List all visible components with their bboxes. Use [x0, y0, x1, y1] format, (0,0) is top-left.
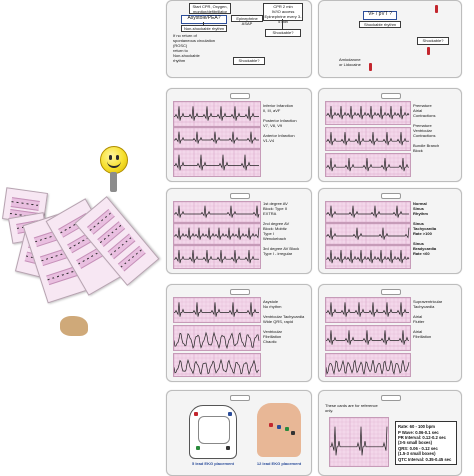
flow-text-amiodarone: Amiodarone or Lidocaine — [339, 57, 361, 67]
acls-card-asystole: Start CPR, Oxygen, monitor/defibrillator… — [166, 0, 312, 78]
ekg-strip — [325, 325, 411, 351]
ekg-strip — [325, 127, 411, 151]
badge-reel-icon — [110, 172, 117, 192]
ekg-strip — [173, 325, 261, 351]
ekg-lead-placement-card: 5 lead EKG placement 12 lead EKG placeme… — [166, 390, 312, 476]
ekg-card-atrial: Supraventricular Tachycardia Atrial Flut… — [318, 284, 462, 382]
flow-text-rosc: If no return of spontaneous circulation … — [173, 33, 216, 63]
caption-5-lead: 5 lead EKG placement — [191, 461, 234, 466]
ekg-trace — [326, 249, 410, 264]
flow-box-asystole: Asystole/PEA? — [181, 15, 227, 24]
rate-line: PR Interval: 0.12-0.2 sec — [398, 434, 446, 440]
ekg-trace — [174, 106, 259, 121]
ekg-card-ectopy: Premature Atrial Contractions Premature … — [318, 88, 462, 182]
rate-line: Rate: 60 - 100 bpm — [398, 424, 436, 430]
card-text: Premature Atrial Contractions Premature … — [413, 103, 440, 153]
smiley-badge-icon — [100, 146, 128, 174]
ekg-trace — [174, 154, 259, 171]
ekg-trace — [174, 131, 259, 144]
ekg-strip — [325, 101, 411, 125]
ekg-card-sinus: Normal Sinus Rhythm Sinus Tachycardia Ra… — [318, 188, 462, 274]
interval-reference-box: Rate: 60 - 100 bpm P Wave: 0.06-0.1 sec … — [395, 421, 457, 465]
ekg-strip — [173, 223, 261, 245]
ekg-trace — [326, 131, 409, 146]
flow-box-shockable-rhythm: Shockable rhythm — [359, 21, 401, 28]
flow-box-epinephrine: Epinephrine ASAP — [231, 15, 263, 26]
red-accent-mark — [427, 47, 430, 55]
card-text: Inferior Infarction II, III, aVF Posteri… — [263, 103, 297, 143]
flow-box-start-cpr: Start CPR, Oxygen, monitor/defibrillator — [189, 3, 231, 14]
acls-card-vf: VF / pVT ? Shockable rhythm Shockable? A… — [318, 0, 462, 78]
rate-line: QRS: 0.06 - 0.12 sec — [398, 445, 438, 451]
flow-box-shockable-right: Shockable? — [265, 29, 301, 37]
ekg-strip — [325, 245, 411, 269]
ekg-trace — [326, 105, 410, 120]
ekg-strip — [325, 223, 411, 245]
ekg-strip — [173, 297, 261, 323]
ekg-trace — [174, 358, 260, 376]
ekg-strip — [325, 153, 411, 177]
flow-box-shockable-bottom: Shockable? — [233, 57, 265, 65]
ekg-trace — [326, 359, 410, 375]
ekg-strip — [173, 201, 261, 223]
flow-box-nonshockable: Non-shockable rhythm — [181, 25, 227, 32]
card-text: Asystole No rhythm Ventricular Tachycard… — [263, 299, 305, 344]
flow-box-cpr-2min: CPR 2 min IV/IO access Epinephrine every… — [263, 3, 303, 24]
flow-box-vf: VF / pVT ? — [363, 11, 397, 20]
ekg-strip — [325, 297, 411, 323]
card-text: Supraventricular Tachycardia Atrial Flut… — [413, 299, 443, 339]
ekg-card-12-lead: Inferior Infarction II, III, aVF Posteri… — [166, 88, 312, 182]
ekg-trace — [174, 227, 260, 240]
ekg-trace — [326, 227, 410, 240]
ekg-trace — [330, 426, 388, 456]
red-accent-mark — [369, 63, 372, 71]
ekg-trace — [326, 302, 409, 317]
reference-note: These cards are for reference only. — [325, 403, 378, 413]
ekg-trace — [174, 302, 259, 317]
ekg-strip — [173, 245, 261, 269]
torso-5-lead-icon — [189, 405, 237, 459]
ekg-strip — [173, 149, 261, 177]
ekg-strip — [173, 127, 261, 149]
ekg-trace — [326, 205, 409, 218]
anatomy-figure-icon — [60, 316, 88, 336]
rate-line: P Wave: 0.06-0.1 sec — [398, 429, 439, 435]
card-text: Normal Sinus Rhythm Sinus Tachycardia Ra… — [413, 201, 437, 256]
rate-line: (3-5 small boxes) — [398, 440, 432, 446]
ekg-strip — [325, 201, 411, 223]
ekg-intervals-card: These cards are for reference only. Rate… — [318, 390, 462, 476]
ekg-trace — [174, 249, 259, 264]
red-accent-mark — [435, 5, 438, 13]
ekg-strip — [173, 101, 261, 127]
flow-arrow — [282, 19, 283, 29]
pqrst-waveform — [329, 417, 389, 467]
fanned-cards-collage — [0, 120, 160, 336]
torso-12-lead-icon — [257, 403, 301, 457]
rate-line: (1.5-3 small boxes) — [398, 451, 436, 457]
ekg-strip — [325, 353, 411, 377]
ekg-card-lethal: Asystole No rhythm Ventricular Tachycard… — [166, 284, 312, 382]
caption-12-lead: 12 lead EKG placement — [256, 461, 302, 466]
flow-box-shockable-right: Shockable? — [417, 37, 449, 45]
card-text: 1st degree AV Block: Type II EXTRA 2nd d… — [263, 201, 300, 256]
rate-line: QTC Interval: 0.35-0.45 sec — [398, 456, 452, 462]
flow-arrow — [203, 22, 204, 25]
ekg-card-av-block: 1st degree AV Block: Type II EXTRA 2nd d… — [166, 188, 312, 274]
ekg-strip — [173, 353, 261, 377]
ekg-trace — [326, 330, 409, 345]
ekg-trace — [174, 205, 260, 218]
ekg-trace — [326, 157, 409, 172]
ekg-trace — [174, 331, 260, 350]
